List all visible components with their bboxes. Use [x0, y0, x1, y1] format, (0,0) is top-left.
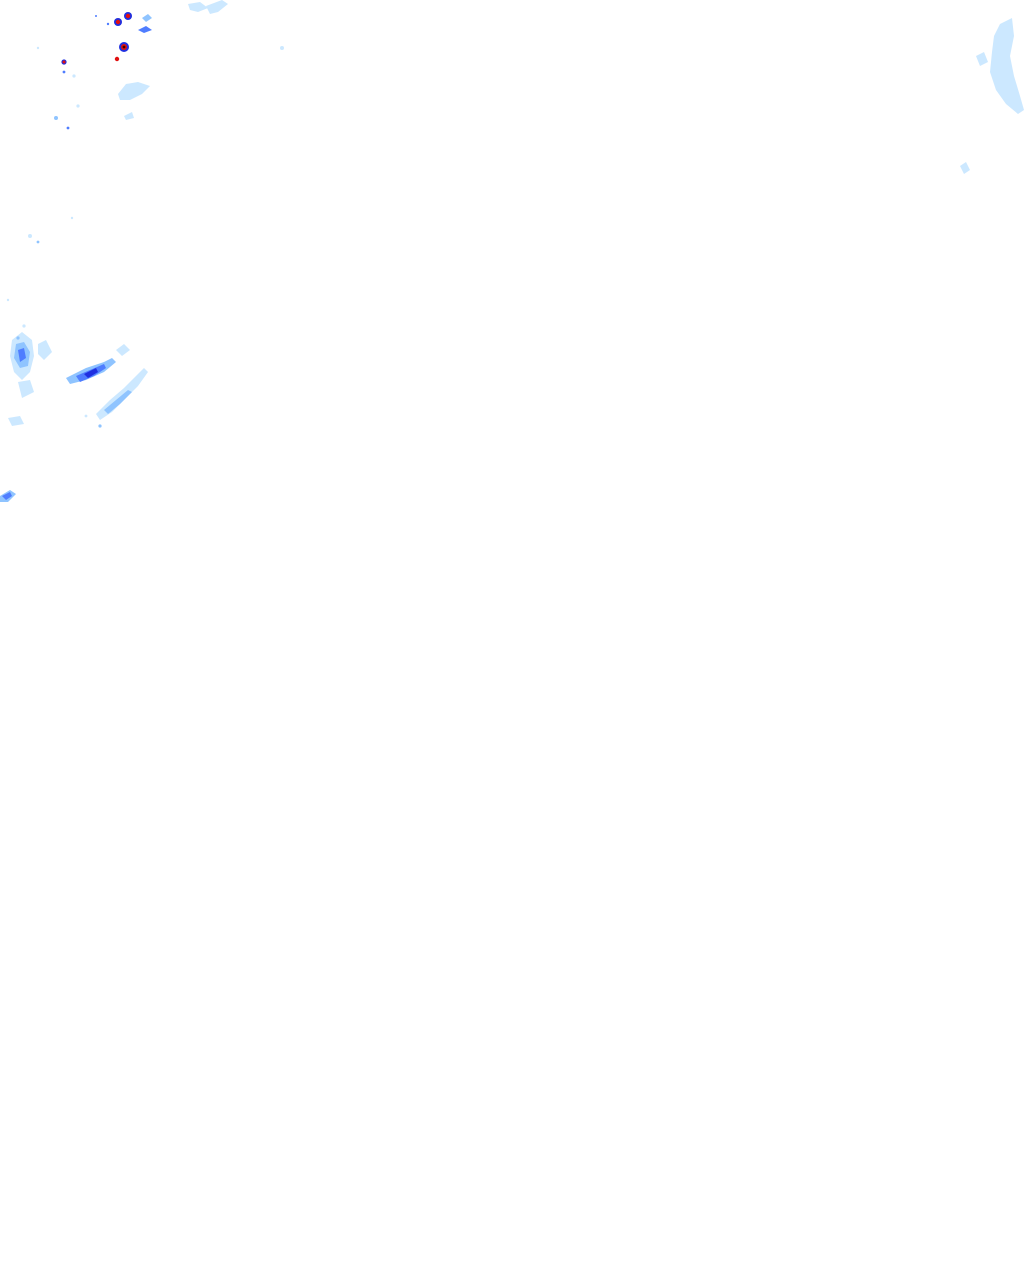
- echo-very-light: [6, 298, 10, 302]
- echo-very-light: [188, 2, 208, 12]
- echo-band-top-right: [960, 18, 1024, 174]
- echo-cluster-lower-left: [0, 490, 16, 502]
- echo-very-light: [280, 46, 284, 50]
- echo-speckles-left: [6, 216, 74, 302]
- echo-heavy: [84, 368, 98, 378]
- echo-very-light: [124, 112, 134, 120]
- echo-very-light: [84, 414, 88, 418]
- echo-intense: [114, 56, 120, 62]
- echo-very-light: [18, 380, 34, 398]
- echo-very-light: [22, 324, 26, 328]
- echo-intense: [115, 19, 121, 25]
- echo-light: [142, 14, 152, 22]
- echo-very-light: [118, 82, 150, 100]
- echo-moderate: [95, 15, 97, 17]
- echo-intense: [125, 13, 131, 19]
- echo-very-light: [36, 46, 40, 50]
- echo-intense: [62, 60, 66, 64]
- echo-light: [16, 336, 20, 340]
- echo-very-light: [960, 162, 970, 174]
- echo-very-light: [28, 234, 32, 238]
- echo-very-light: [116, 344, 130, 356]
- echo-light: [36, 240, 40, 244]
- echo-very-light: [76, 104, 80, 108]
- echo-very-light: [990, 18, 1024, 114]
- echo-very-light: [72, 74, 76, 78]
- echo-moderate: [138, 26, 152, 33]
- echo-moderate: [18, 348, 26, 362]
- echo-light: [104, 390, 132, 414]
- echo-very-light: [976, 52, 988, 66]
- echo-moderate: [106, 22, 110, 26]
- echo-moderate: [62, 70, 66, 74]
- echo-extreme: [122, 45, 126, 49]
- echo-cluster-top-left: [36, 0, 284, 130]
- echo-light: [54, 116, 58, 120]
- echo-very-light: [70, 216, 74, 220]
- echo-very-light: [8, 416, 24, 426]
- echo-cluster-mid-left: [8, 324, 148, 428]
- echo-very-light: [38, 340, 52, 360]
- echo-moderate: [66, 126, 70, 130]
- echo-light: [98, 424, 102, 428]
- echo-very-light: [206, 0, 228, 14]
- echo-moderate: [2, 492, 12, 500]
